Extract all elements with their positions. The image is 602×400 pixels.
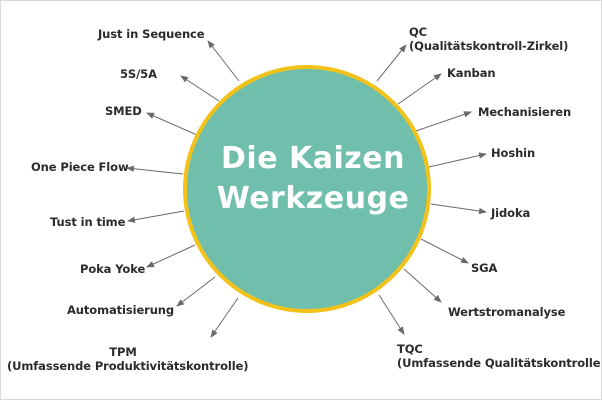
label-tqc-title: TQC [397,342,423,356]
arrow-poka-yoke [146,244,196,268]
label-tpm-title: TPM [109,345,137,359]
label-tpm-subtitle: (Umfassende Produktivitätskontrolle) [7,359,249,373]
arrow-mechanisieren [415,111,472,132]
label-tqc: TQC (Umfassende Qualitätskontrolle) [397,342,602,370]
arrow-one-piece-flow [126,165,184,175]
arrow-kanban [397,73,442,105]
label-tpm: TPM (Umfassende Produktivitätskontrolle) [7,345,249,373]
arrow-jidoka [430,203,487,215]
arrow-smed [146,112,198,136]
label-tqc-subtitle: (Umfassende Qualitätskontrolle) [397,356,602,370]
center-title-line1: Die Kaizen [221,141,405,176]
label-qc-title: QC [409,25,428,39]
label-hoshin: Hoshin [491,146,536,160]
center-title-line2: Werkzeuge [216,181,410,216]
label-one-piece-flow: One Piece Flow [31,160,129,174]
arrow-wertstromanalyse [403,268,442,303]
arrow-tqc [378,294,405,335]
arrow-just-in-sequence [207,40,240,82]
label-qc: QC (Qualitätskontroll-Zirkel) [409,25,568,53]
label-automatisierung: Automatisierung [67,303,175,317]
center-circle [183,65,431,313]
arrow-tust-in-time [127,210,185,223]
label-tust-in-time: Tust in time [50,215,126,229]
label-qc-subtitle: (Qualitätskontroll-Zirkel) [409,39,569,53]
label-poka-yoke: Poka Yoke [80,262,146,276]
label-mechanisieren: Mechanisieren [478,105,572,119]
label-jidoka: Jidoka [491,206,531,220]
label-5s-5a: 5S/5A [120,67,157,81]
arrow-hoshin [428,152,487,168]
arrow-sga [420,238,469,264]
label-smed: SMED [105,104,142,118]
label-sga: SGA [471,261,498,275]
arrow-5s [180,75,220,102]
arrow-qc [376,44,407,82]
arrow-automatisierung [176,276,216,307]
label-kanban: Kanban [447,66,496,80]
label-wertstromanalyse: Wertstromanalyse [448,305,566,319]
center-title: Die Kaizen Werkzeuge [197,139,429,219]
label-just-in-sequence: Just in Sequence [98,27,205,41]
arrow-tpm [210,297,239,338]
